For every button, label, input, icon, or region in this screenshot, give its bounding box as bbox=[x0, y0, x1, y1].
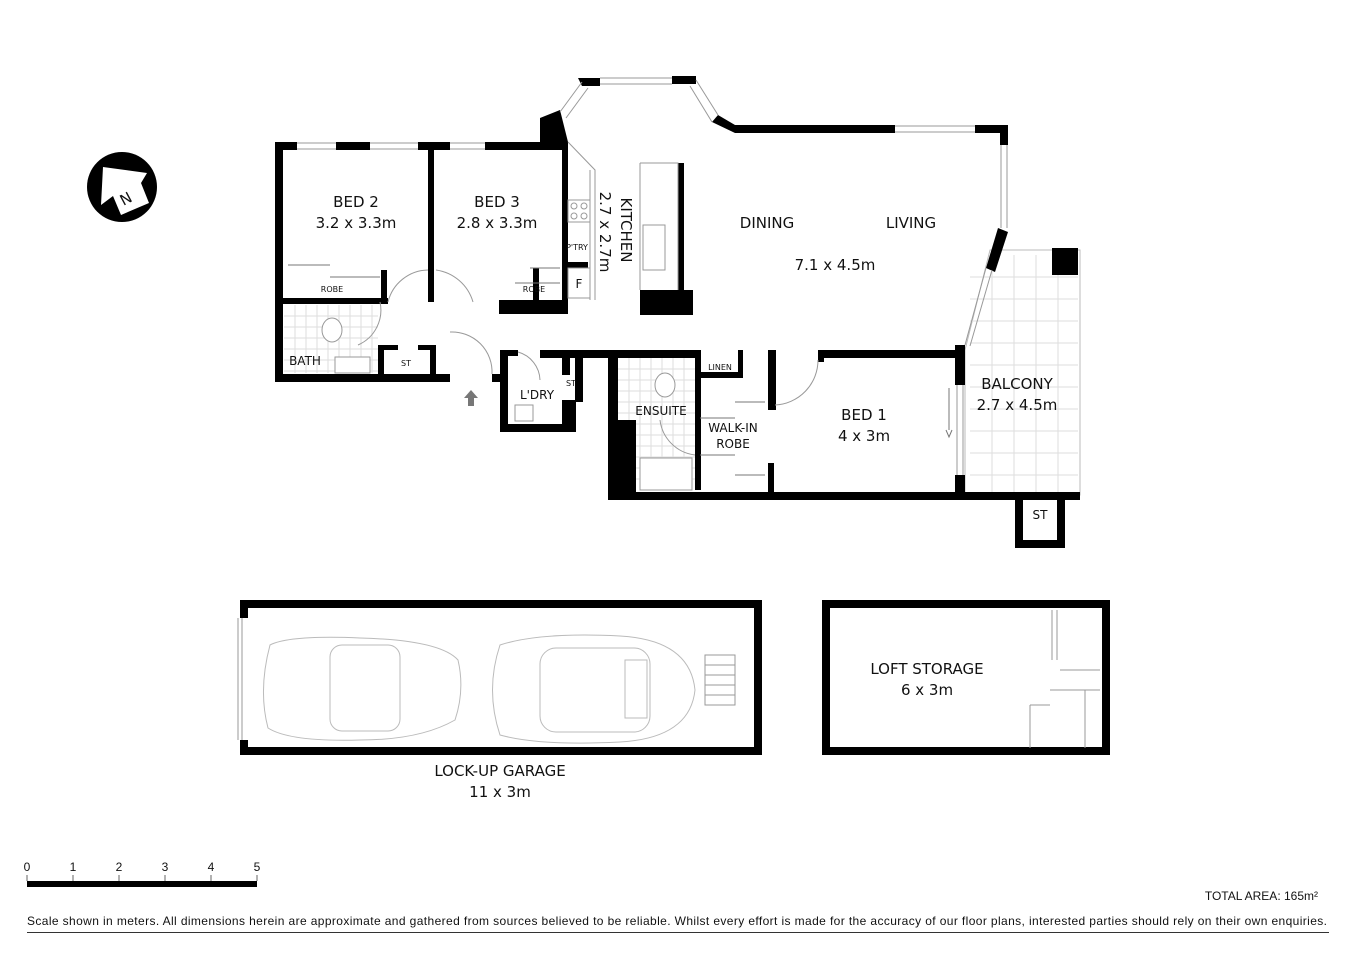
kitchen-size: 2.7 x 2.7m bbox=[596, 192, 614, 273]
loft-storage bbox=[822, 600, 1110, 755]
dining-label: DINING bbox=[740, 214, 794, 232]
st-hall-label: ST bbox=[401, 359, 411, 368]
room-labels: BED 2 3.2 x 3.3m BED 3 2.8 x 3.3m KITCHE… bbox=[289, 192, 1057, 801]
doors bbox=[357, 269, 819, 456]
garage-size: 11 x 3m bbox=[469, 783, 531, 801]
scale-tick-label: 3 bbox=[162, 860, 169, 874]
windows bbox=[297, 77, 1008, 475]
disclaimer: Scale shown in meters. All dimensions he… bbox=[27, 914, 1327, 928]
garage-label: LOCK-UP GARAGE bbox=[434, 762, 565, 780]
car-icon bbox=[263, 634, 696, 744]
walkin-label-1: WALK-IN bbox=[708, 421, 758, 435]
footer-rule bbox=[27, 932, 1329, 933]
bed3-label: BED 3 bbox=[474, 193, 520, 211]
fixtures bbox=[321, 199, 693, 491]
st-balcony-label: ST bbox=[1033, 508, 1049, 522]
north-arrow-icon: N bbox=[87, 152, 157, 222]
bed2-label: BED 2 bbox=[333, 193, 379, 211]
bath-label: BATH bbox=[289, 354, 321, 368]
living-size: 7.1 x 4.5m bbox=[795, 256, 876, 274]
scale-tick-label: 5 bbox=[254, 860, 261, 874]
ensuite-label: ENSUITE bbox=[635, 404, 686, 418]
scale-bar: 0 1 2 3 4 5 bbox=[24, 860, 261, 887]
robe3-label: ROBE bbox=[523, 285, 545, 294]
scale-tick-label: 1 bbox=[70, 860, 77, 874]
total-area: TOTAL AREA: 165m² bbox=[1205, 889, 1318, 903]
linen-label: LINEN bbox=[708, 363, 732, 372]
balcony-label: BALCONY bbox=[981, 375, 1053, 393]
entry-arrow-icon bbox=[464, 390, 478, 406]
fridge-label: F bbox=[576, 277, 583, 291]
kitchen-label: KITCHEN bbox=[617, 198, 635, 263]
garage bbox=[236, 600, 762, 755]
st-laundry-label: ST bbox=[566, 379, 576, 388]
scale-tick-label: 2 bbox=[116, 860, 123, 874]
pantry-label: P'TRY bbox=[566, 243, 588, 252]
robe2-label: ROBE bbox=[321, 285, 343, 294]
bed3-size: 2.8 x 3.3m bbox=[457, 214, 538, 232]
laundry-label: L'DRY bbox=[520, 388, 555, 402]
loft-size: 6 x 3m bbox=[901, 681, 953, 699]
loft-label: LOFT STORAGE bbox=[870, 660, 983, 678]
bed2-size: 3.2 x 3.3m bbox=[316, 214, 397, 232]
scale-tick-label: 4 bbox=[208, 860, 215, 874]
walls bbox=[275, 76, 1080, 548]
walkin-label-2: ROBE bbox=[716, 437, 750, 451]
scale-tick-label: 0 bbox=[24, 860, 31, 874]
balcony-size: 2.7 x 4.5m bbox=[977, 396, 1058, 414]
balcony-floor bbox=[964, 249, 1081, 496]
living-label: LIVING bbox=[886, 214, 936, 232]
bed1-label: BED 1 bbox=[841, 406, 887, 424]
robe-slide-arrows bbox=[288, 264, 953, 476]
bed1-size: 4 x 3m bbox=[838, 427, 890, 445]
